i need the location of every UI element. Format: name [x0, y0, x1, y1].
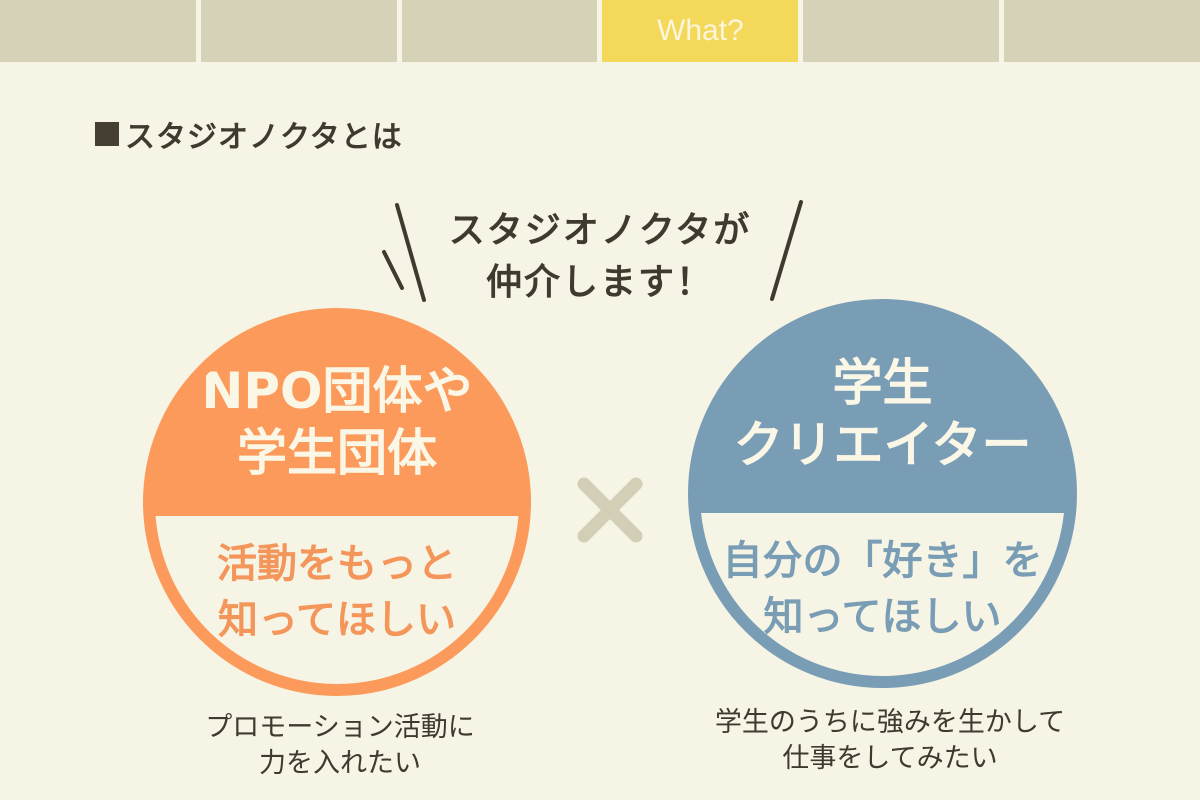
- callout-line-2: 仲介します！: [485, 262, 714, 303]
- creator-caption: 学生のうちに強みを生かして 仕事をしてみたい: [680, 705, 1100, 777]
- creator-subtitle-line-2: 知ってほしい: [763, 594, 1002, 640]
- npo-circle: NPO団体や 学生団体 活動をもっと 知ってほしい: [143, 308, 531, 696]
- section-heading: スタジオノクタとは: [95, 112, 403, 156]
- npo-caption-line-2: 力を入れたい: [259, 748, 421, 779]
- creator-title-line-2: クリエイター: [733, 416, 1032, 474]
- npo-circle-title: NPO団体や 学生団体: [155, 320, 519, 516]
- cross-icon: [577, 477, 643, 543]
- nav-tab-3[interactable]: [401, 0, 598, 62]
- creator-title-line-1: 学生: [832, 354, 933, 412]
- creator-subtitle-line-1: 自分の「好き」を: [722, 538, 1043, 584]
- creator-circle-subtitle: 自分の「好き」を 知ってほしい: [700, 513, 1065, 676]
- callout-line-1: スタジオノクタが: [448, 210, 752, 251]
- npo-subtitle-line-1: 活動をもっと: [217, 541, 457, 587]
- nav-tab-2[interactable]: [200, 0, 397, 62]
- square-bullet-icon: [95, 122, 119, 146]
- section-heading-text: スタジオノクタとは: [125, 120, 403, 155]
- creator-caption-line-1: 学生のうちに強みを生かして: [714, 707, 1066, 738]
- npo-subtitle-line-2: 知ってほしい: [218, 597, 456, 643]
- nav-tab-6[interactable]: [1004, 0, 1200, 62]
- mediation-callout: スタジオノクタが 仲介します！: [430, 205, 770, 309]
- npo-title-line-1: NPO団体や: [201, 362, 473, 420]
- nav-tab-what[interactable]: What?: [602, 0, 799, 62]
- top-navigation: What?: [0, 0, 1200, 62]
- creator-circle-title: 学生 クリエイター: [700, 311, 1065, 513]
- nav-tab-what-label: What?: [657, 14, 744, 47]
- npo-title-line-2: 学生団体: [237, 424, 437, 482]
- nav-tab-5[interactable]: [803, 0, 1000, 62]
- npo-caption-line-1: プロモーション活動に: [205, 712, 475, 743]
- creator-caption-line-2: 仕事をしてみたい: [782, 743, 998, 774]
- npo-caption: プロモーション活動に 力を入れたい: [160, 710, 520, 782]
- nav-tab-1[interactable]: [0, 0, 196, 62]
- npo-circle-subtitle: 活動をもっと 知ってほしい: [155, 516, 519, 684]
- creator-circle: 学生 クリエイター 自分の「好き」を 知ってほしい: [688, 299, 1077, 688]
